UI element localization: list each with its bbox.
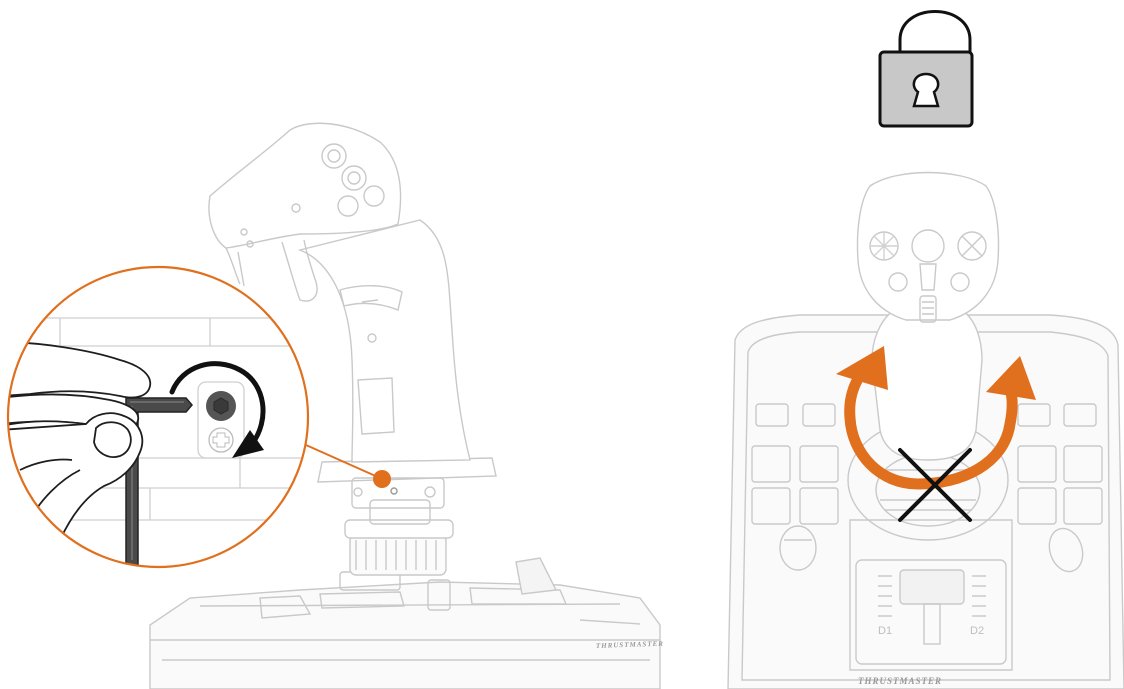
padlock-icon xyxy=(880,12,972,127)
zoom-detail xyxy=(0,260,320,580)
screw-marker xyxy=(373,470,391,488)
brand-label-right: THRUSTMASTER xyxy=(858,676,942,686)
joystick-base xyxy=(150,558,660,689)
joystick-collar xyxy=(345,500,453,575)
base-label-d1: D1 xyxy=(878,625,892,637)
joystick-front-view: D1 D2 THRUSTMASTER xyxy=(728,173,1124,689)
base-label-d2: D2 xyxy=(970,625,984,637)
